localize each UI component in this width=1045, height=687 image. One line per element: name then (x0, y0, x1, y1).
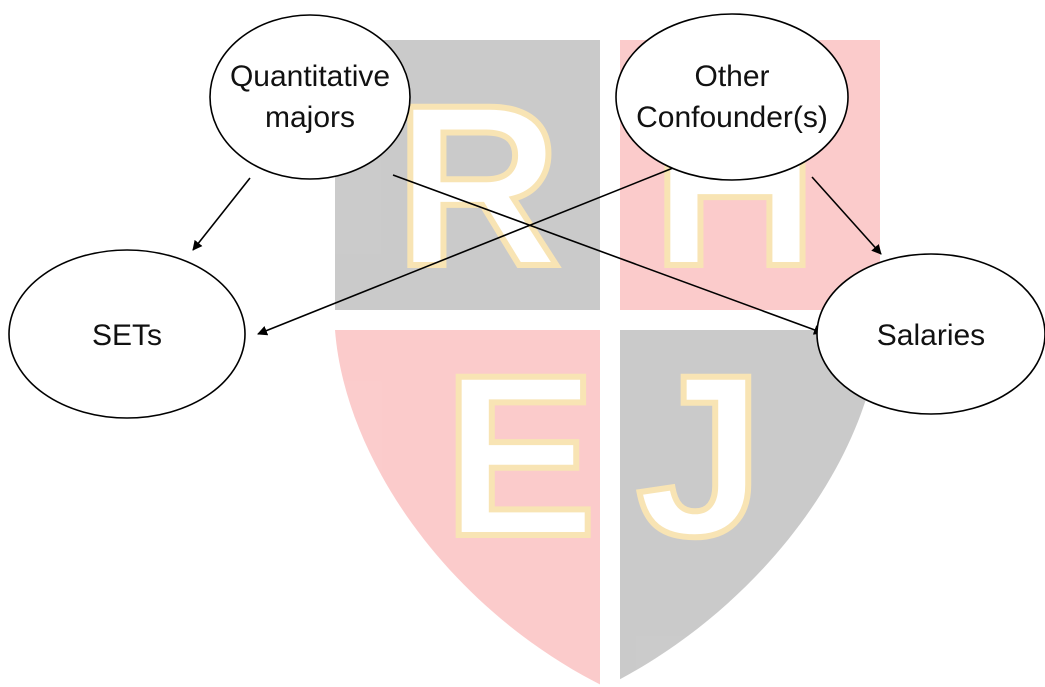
node-ellipse (209, 14, 411, 180)
node-label-line: Confounder(s) (636, 101, 828, 134)
node-ellipse (8, 249, 246, 419)
node-other-confounders: Other Confounder(s) (615, 13, 849, 181)
edge-quantitative-majors-to-sets (192, 177, 251, 251)
node-label-line: Salaries (877, 319, 985, 352)
node-label-line: majors (265, 101, 355, 134)
watermark-letter: J (636, 327, 764, 584)
node-label-line: Other (694, 60, 769, 93)
node-label-line: SETs (92, 319, 162, 352)
node-ellipse (816, 253, 1045, 415)
edge-other-confounders-to-salaries (811, 176, 882, 255)
edges (192, 167, 882, 336)
node-salaries: Salaries (816, 253, 1045, 415)
edge-other-confounders-to-sets (257, 167, 674, 336)
node-ellipse (615, 13, 849, 181)
edge-quantitative-majors-to-salaries (392, 174, 824, 335)
node-quantitative-majors: Quantitative majors (209, 14, 411, 180)
watermark-letter: E (443, 327, 596, 584)
node-label-line: Quantitative (230, 60, 390, 93)
node-sets: SETs (8, 249, 246, 419)
